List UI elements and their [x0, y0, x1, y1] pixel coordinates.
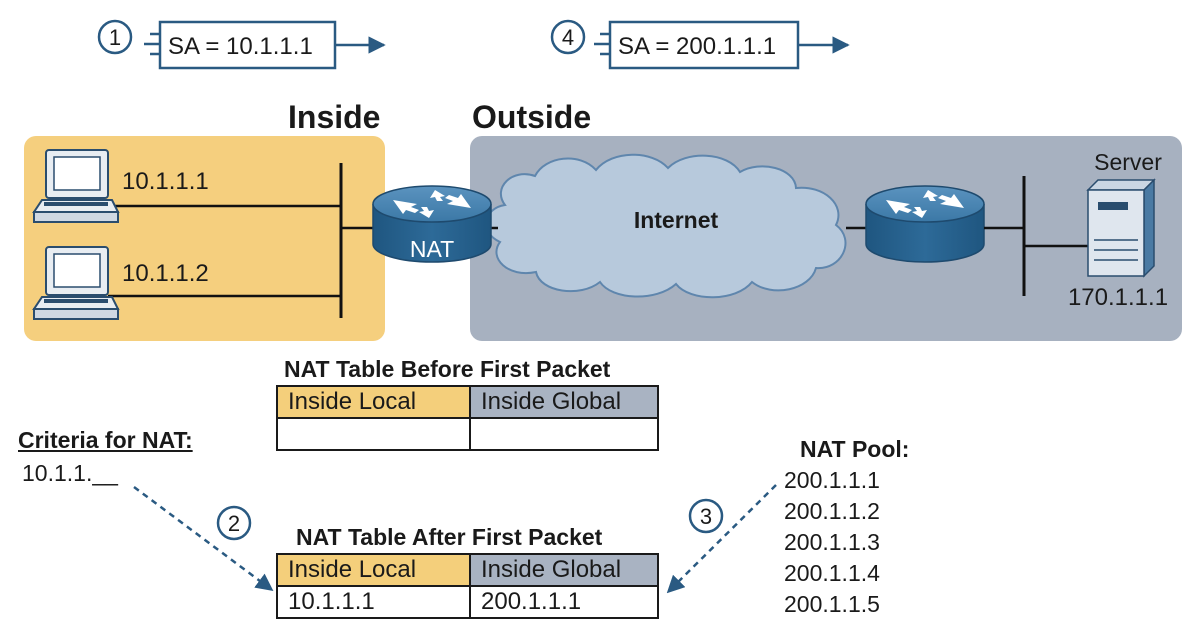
pool-list: 200.1.1.1 200.1.1.2 200.1.1.3 200.1.1.4 …	[784, 465, 880, 620]
inside-global-header: Inside Global	[469, 553, 659, 587]
nat-table-before: Inside Local Inside Global	[276, 385, 659, 451]
server-icon	[1086, 178, 1156, 278]
inside-global-header: Inside Global	[469, 385, 659, 419]
packet-before-text: SA = 10.1.1.1	[168, 33, 313, 60]
table-after-title: NAT Table After First Packet	[296, 524, 603, 550]
inside-zone	[24, 136, 385, 341]
server-ip: 170.1.1.1	[1068, 284, 1168, 311]
pc-1-icon	[32, 149, 120, 223]
outside-zone-label: Outside	[472, 99, 591, 135]
nat-router-icon	[372, 185, 492, 263]
table-before-title: NAT Table Before First Packet	[284, 356, 611, 382]
step-1-group: 1 SA = 10.1.1.1	[97, 19, 386, 70]
criteria-title: Criteria for NAT:	[18, 427, 193, 453]
motion-lines-icon	[144, 32, 160, 56]
inside-zone-label: Inside	[288, 99, 380, 135]
table-header-row: Inside Local Inside Global	[276, 553, 659, 587]
step-2-number: 2	[228, 511, 240, 536]
pool-address: 200.1.1.3	[784, 529, 880, 555]
pool-address: 200.1.1.5	[784, 591, 880, 617]
nat-table-after: Inside Local Inside Global 10.1.1.1 200.…	[276, 553, 659, 619]
pc-2-icon	[32, 246, 120, 320]
pool-address: 200.1.1.1	[784, 467, 880, 493]
internet-label: Internet	[634, 207, 719, 233]
inside-local-cell: 10.1.1.1	[276, 585, 471, 619]
criteria-to-table-arrow	[133, 485, 274, 592]
server-label: Server	[1094, 149, 1162, 175]
inside-local-header: Inside Local	[276, 553, 471, 587]
pool-to-table-arrow	[666, 484, 777, 594]
pool-address: 200.1.1.2	[784, 498, 880, 524]
pool-address: 200.1.1.4	[784, 560, 880, 586]
step-3-number: 3	[700, 504, 712, 529]
step-4-number: 4	[562, 25, 574, 50]
table-header-row: Inside Local Inside Global	[276, 385, 659, 419]
step-1-number: 1	[109, 25, 121, 50]
inside-global-cell: 200.1.1.1	[469, 585, 659, 619]
motion-lines-icon	[594, 32, 610, 56]
inside-local-cell	[276, 417, 471, 451]
packet-before	[158, 20, 337, 70]
inside-local-header: Inside Local	[276, 385, 471, 419]
nat-router-label: NAT	[410, 236, 454, 262]
host-2-ip: 10.1.1.2	[122, 260, 209, 287]
table-row	[276, 417, 659, 451]
internet-cloud-icon	[485, 153, 847, 299]
step-1-badge	[97, 19, 133, 55]
step-4-badge	[550, 19, 586, 55]
step-3-badge	[688, 498, 724, 534]
inside-global-cell	[469, 417, 659, 451]
packet-after-text: SA = 200.1.1.1	[618, 33, 776, 60]
step-2-badge	[216, 505, 252, 541]
pool-title: NAT Pool:	[800, 436, 910, 462]
criteria-value: 10.1.1.__	[22, 460, 118, 486]
step-4-group: 4 SA = 200.1.1.1	[550, 19, 850, 70]
host-1-ip: 10.1.1.1	[122, 168, 209, 195]
outside-router-icon	[865, 185, 985, 263]
table-row: 10.1.1.1 200.1.1.1	[276, 585, 659, 619]
